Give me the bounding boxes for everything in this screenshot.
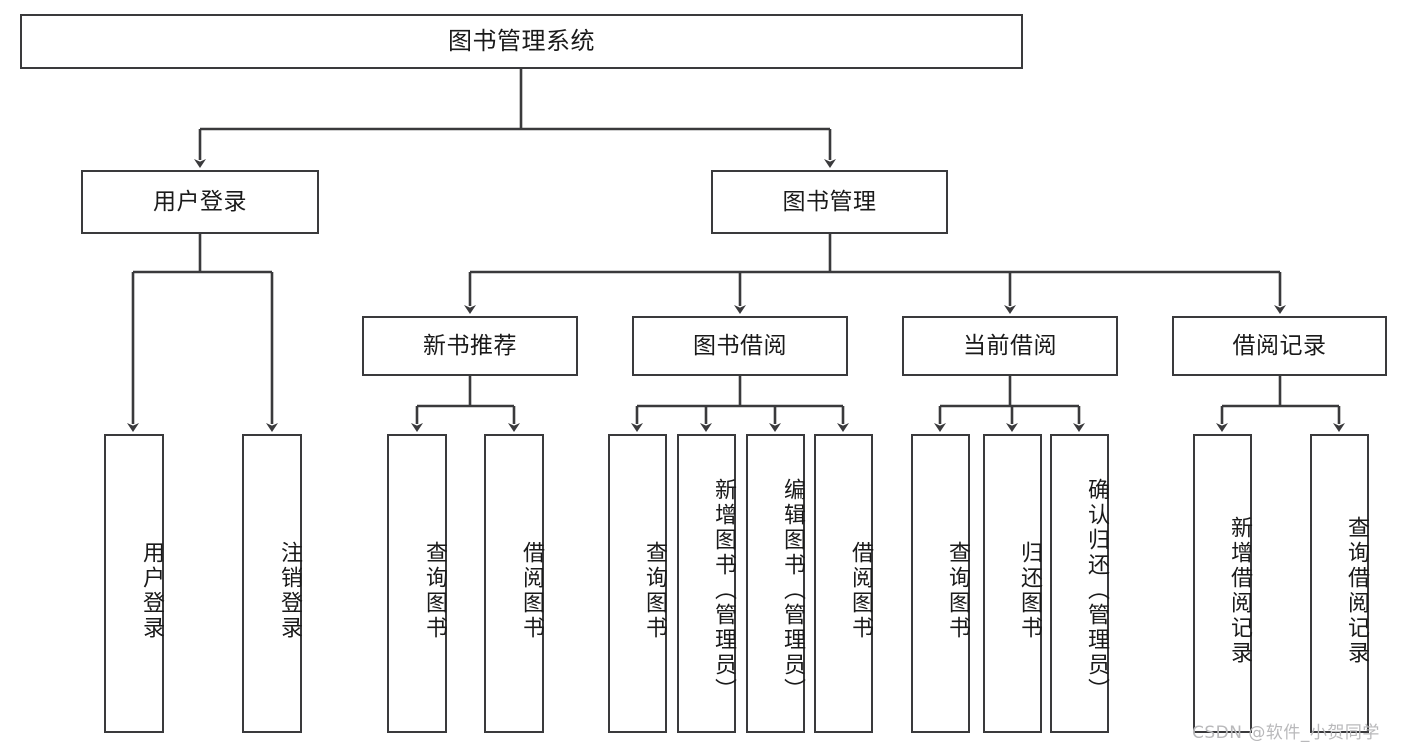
node-leaf-query-borrow-record[interactable]: 查询借阅记录 (1310, 434, 1369, 733)
node-label: 注销登录 (277, 540, 302, 641)
node-leaf-logout[interactable]: 注销登录 (242, 434, 302, 733)
node-leaf-confirm-return-admin[interactable]: 确认归还（管理员） (1050, 434, 1109, 733)
node-leaf-return-book[interactable]: 归还图书 (983, 434, 1042, 733)
node-label: 图书借阅 (693, 332, 787, 359)
node-label: 查询图书 (422, 540, 447, 641)
node-user-login[interactable]: 用户登录 (81, 170, 319, 234)
node-label: 新增图书（管理员） (711, 478, 736, 703)
node-leaf-add-borrow-record[interactable]: 新增借阅记录 (1193, 434, 1252, 733)
node-label: 借阅图书 (848, 540, 873, 641)
node-label: 新书推荐 (423, 332, 517, 359)
node-label: 新增借阅记录 (1227, 515, 1252, 666)
node-leaf-query-book-borrow[interactable]: 查询图书 (608, 434, 667, 733)
node-current-borrow[interactable]: 当前借阅 (902, 316, 1118, 376)
node-leaf-borrow-book[interactable]: 借阅图书 (814, 434, 873, 733)
csdn-watermark: CSDN @软件_小贺同学 (1192, 723, 1380, 743)
node-label: 查询图书 (945, 540, 970, 641)
node-leaf-borrow-book-recommend[interactable]: 借阅图书 (484, 434, 544, 733)
node-label: 归还图书 (1017, 540, 1042, 641)
node-book-borrow[interactable]: 图书借阅 (632, 316, 848, 376)
node-label: 当前借阅 (963, 332, 1057, 359)
node-borrow-record[interactable]: 借阅记录 (1172, 316, 1387, 376)
node-leaf-edit-book-admin[interactable]: 编辑图书（管理员） (746, 434, 805, 733)
node-label: 借阅图书 (519, 540, 544, 641)
node-book-management[interactable]: 图书管理 (711, 170, 948, 234)
node-leaf-add-book-admin[interactable]: 新增图书（管理员） (677, 434, 736, 733)
node-label: 确认归还（管理员） (1084, 478, 1109, 703)
node-label: 查询借阅记录 (1344, 515, 1369, 666)
node-new-book-recommend[interactable]: 新书推荐 (362, 316, 578, 376)
node-label: 图书管理 (782, 188, 877, 215)
node-label: 查询图书 (642, 540, 667, 641)
node-leaf-query-book-recommend[interactable]: 查询图书 (387, 434, 447, 733)
node-label: 编辑图书（管理员） (780, 478, 805, 703)
node-label: 借阅记录 (1232, 332, 1327, 359)
node-label: 用户登录 (139, 540, 164, 641)
node-leaf-user-login[interactable]: 用户登录 (104, 434, 164, 733)
node-leaf-query-book-current[interactable]: 查询图书 (911, 434, 970, 733)
node-root-book-management-system[interactable]: 图书管理系统 (20, 14, 1023, 69)
node-label: 图书管理系统 (448, 26, 595, 55)
node-label: 用户登录 (153, 188, 247, 215)
